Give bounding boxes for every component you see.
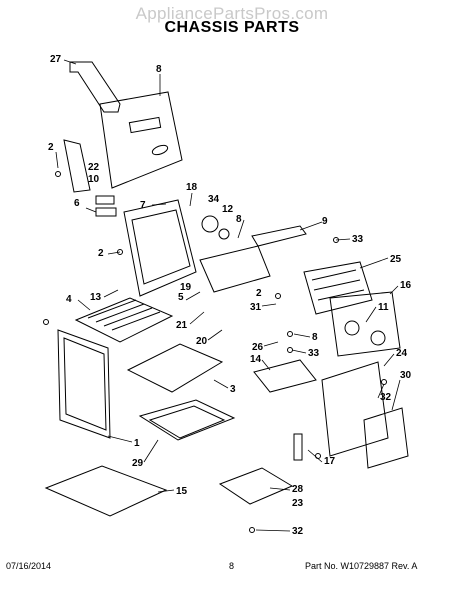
footer-page-number: 8 — [229, 561, 235, 571]
callout-28[interactable]: 28 — [292, 484, 304, 495]
callout-20[interactable]: 20 — [196, 336, 208, 347]
callout-24[interactable]: 24 — [396, 348, 408, 359]
callout-1[interactable]: 1 — [134, 438, 140, 449]
part-16-selector-kit[interactable] — [329, 291, 401, 357]
part-28-shield[interactable] — [218, 467, 294, 505]
watermark-text: AppliancePartsPros.com — [135, 4, 329, 23]
callout-10[interactable]: 10 — [88, 174, 100, 185]
part-34-gear[interactable] — [201, 215, 219, 233]
part-19-element-bracket[interactable] — [199, 245, 271, 293]
part-12-knob[interactable] — [218, 228, 230, 240]
callout-8[interactable]: 8 — [156, 64, 162, 75]
footer-date: 07/16/2014 — [6, 561, 52, 571]
part-3-broil-pan[interactable] — [126, 343, 224, 393]
callout-7[interactable]: 7 — [140, 200, 146, 211]
callout-14[interactable]: 14 — [250, 354, 262, 365]
callout-8b[interactable]: 8 — [236, 214, 242, 225]
callout-15[interactable]: 15 — [176, 486, 188, 497]
part-22-side-bracket[interactable] — [63, 139, 91, 193]
callout-11[interactable]: 11 — [378, 302, 389, 313]
callout-12[interactable]: 12 — [222, 204, 234, 215]
callout-18[interactable]: 18 — [186, 182, 198, 193]
callout-9[interactable]: 9 — [322, 216, 328, 227]
part-29-storage-drawer[interactable] — [138, 399, 236, 441]
callout-8c[interactable]: 8 — [312, 332, 318, 343]
part-10-clip[interactable] — [95, 195, 115, 205]
callout-2[interactable]: 2 — [48, 142, 54, 153]
part-27-bracket[interactable] — [69, 61, 121, 113]
callout-19[interactable]: 19 — [180, 282, 192, 293]
part-24-door-glass[interactable] — [363, 407, 409, 469]
callout-32b[interactable]: 32 — [292, 526, 304, 537]
screw-fasteners — [43, 171, 387, 533]
footer-part-number: Part No. W10729887 Rev. A — [305, 561, 418, 571]
callout-30[interactable]: 30 — [400, 370, 412, 381]
callout-33b[interactable]: 33 — [308, 348, 320, 359]
part-9-rail[interactable] — [251, 225, 307, 247]
callout-32[interactable]: 32 — [380, 392, 392, 403]
callout-23[interactable]: 23 — [292, 498, 304, 509]
callout-34[interactable]: 34 — [208, 194, 220, 205]
callout-3[interactable]: 3 — [230, 384, 236, 395]
callout-4[interactable]: 4 — [66, 294, 72, 305]
leader-lines — [55, 59, 401, 532]
page-title: CHASSIS PARTS — [164, 19, 300, 36]
callout-22[interactable]: 22 — [88, 162, 100, 173]
callout-6[interactable]: 6 — [74, 198, 80, 209]
callout-17[interactable]: 17 — [324, 456, 336, 467]
part-25-broil-element[interactable] — [303, 261, 373, 315]
part-17-bracket[interactable] — [293, 433, 303, 461]
callout-26[interactable]: 26 — [252, 342, 264, 353]
part-30-door-panel[interactable] — [321, 361, 389, 457]
callout-31[interactable]: 31 — [250, 302, 262, 313]
callout-2b[interactable]: 2 — [98, 248, 104, 259]
callout-13[interactable]: 13 — [90, 292, 102, 303]
part-14-tray[interactable] — [253, 359, 317, 393]
callout-5[interactable]: 5 — [178, 292, 184, 303]
callout-21[interactable]: 21 — [176, 320, 188, 331]
callout-27[interactable]: 27 — [50, 54, 62, 65]
callout-2c[interactable]: 2 — [256, 288, 262, 299]
part-1-door-frame[interactable] — [57, 329, 111, 439]
part-5-frame-assembly[interactable] — [123, 199, 197, 297]
callout-16[interactable]: 16 — [400, 280, 412, 291]
callout-33[interactable]: 33 — [352, 234, 364, 245]
callout-25[interactable]: 25 — [390, 254, 402, 265]
part-4-oven-rack[interactable] — [74, 297, 174, 343]
part-15-drawer-bottom[interactable] — [44, 465, 168, 517]
part-8-rear-panel[interactable] — [99, 91, 183, 189]
callout-29[interactable]: 29 — [132, 458, 144, 469]
